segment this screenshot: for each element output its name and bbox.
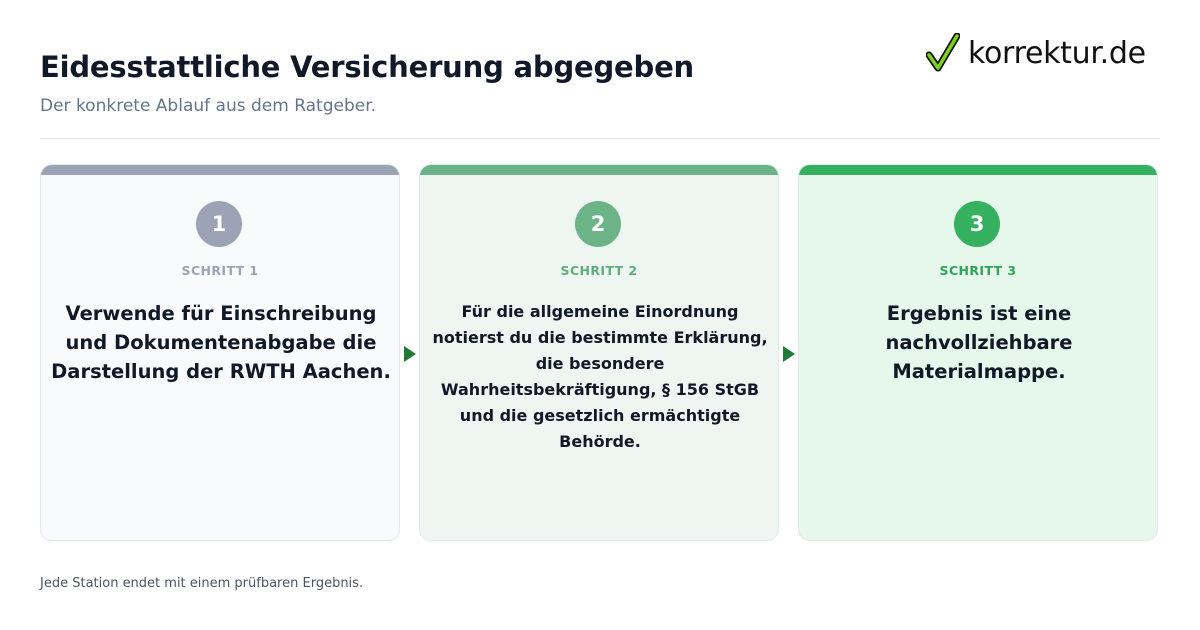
logo-text: korrektur.de [968, 35, 1146, 71]
step-number-badge: 1 [196, 201, 242, 247]
footer-note: Jede Station endet mit einem prüfbaren E… [40, 576, 364, 591]
step-label: SCHRITT 2 [560, 263, 638, 278]
step-card-3: 3 SCHRITT 3 Ergebnis ist eine nachvollzi… [798, 164, 1158, 541]
arrow-right-icon [404, 346, 416, 362]
header-divider [40, 138, 1160, 139]
step-number-badge: 3 [954, 201, 1000, 247]
step-number-badge: 2 [575, 201, 621, 247]
step-label: SCHRITT 1 [181, 263, 259, 278]
step-text: Für die allgemeine Einordnung notierst d… [432, 302, 768, 451]
step-card-2: 2 SCHRITT 2 Für die allgemeine Einordnun… [419, 164, 779, 541]
page-subtitle: Der konkrete Ablauf aus dem Ratgeber. [40, 96, 377, 116]
brand-logo[interactable]: korrektur.de [926, 30, 1146, 76]
page-title: Eidesstattliche Versicherung abgegeben [40, 50, 694, 84]
step-bar [420, 165, 778, 175]
step-bar [41, 165, 399, 175]
checkmark-icon [926, 33, 960, 72]
step-label: SCHRITT 3 [939, 263, 1017, 278]
step-text: Verwende für Einschreibung und Dokumente… [51, 302, 391, 383]
step-card-1: 1 SCHRITT 1 Verwende für Einschreibung u… [40, 164, 400, 541]
step-text: Ergebnis ist eine nachvollziehbare Mater… [885, 302, 1073, 383]
arrow-right-icon [783, 346, 795, 362]
step-bar [799, 165, 1157, 175]
